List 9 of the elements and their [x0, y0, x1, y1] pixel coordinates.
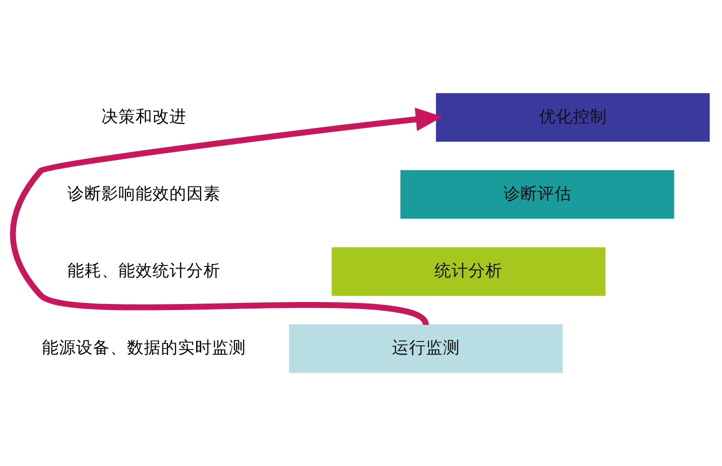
node-box: 统计分析	[332, 247, 606, 296]
arrow	[10, 108, 443, 327]
node-box: 运行监测	[288, 324, 563, 373]
label: 决策和改进	[101, 106, 186, 126]
label: 能耗、能效统计分析	[67, 260, 220, 280]
label: 诊断影响能效的因素	[67, 184, 220, 203]
node-box: 优化控制	[436, 93, 710, 142]
node-box: 诊断评估	[400, 170, 674, 219]
label: 能源设备、数据的实时监测	[42, 338, 246, 357]
